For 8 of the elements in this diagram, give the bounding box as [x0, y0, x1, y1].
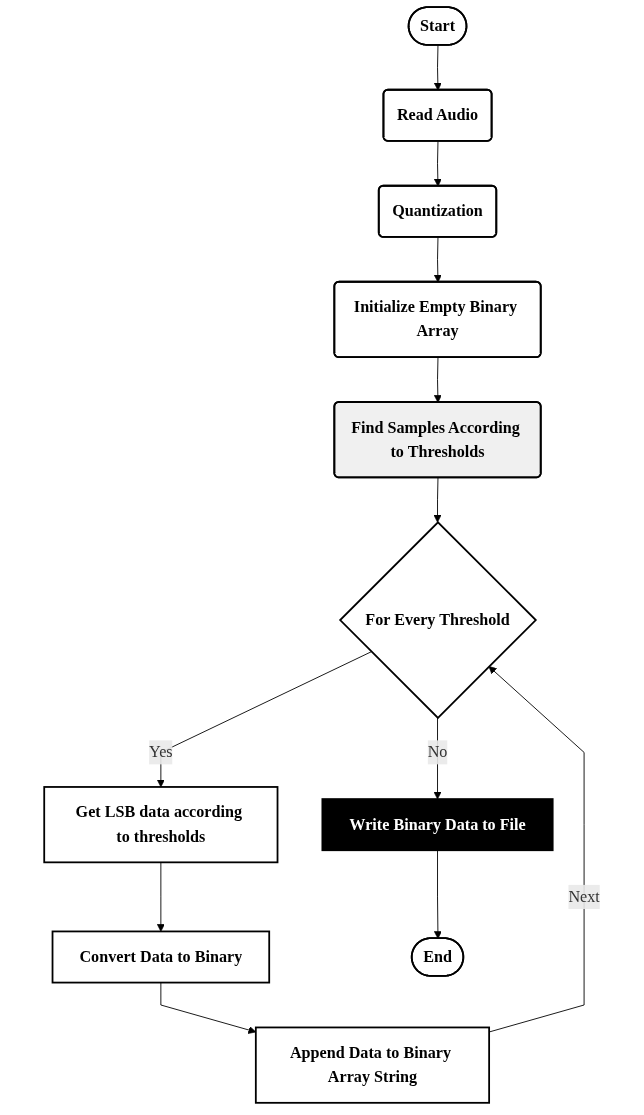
edge-label: Yes	[149, 743, 173, 761]
edge-label: No	[427, 743, 448, 761]
node-box: Append Data to Binary Array String	[254, 1026, 491, 1104]
node-diamond: For Every Threshold	[338, 520, 538, 720]
node-box: Convert Data to Binary	[51, 930, 271, 984]
node-box: Get LSB data according to thresholds	[43, 786, 279, 864]
edge-label: Next	[568, 887, 600, 906]
node-box: Write Binary Data to File	[321, 798, 554, 852]
